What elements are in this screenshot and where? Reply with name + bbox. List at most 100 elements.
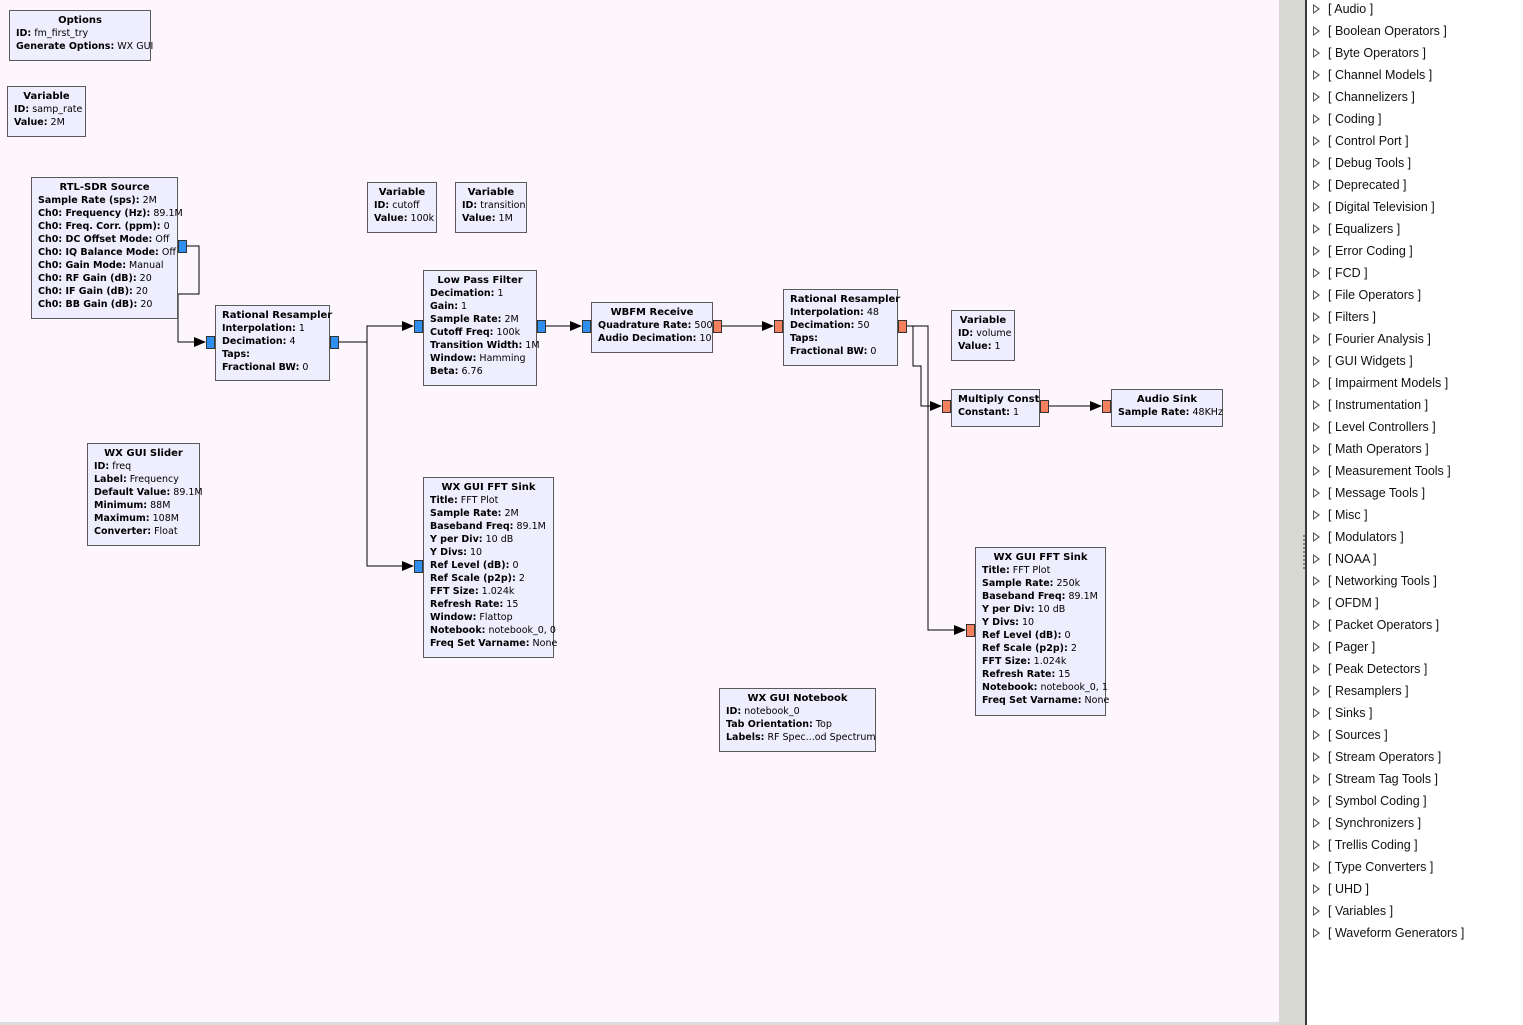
expander-triangle-icon[interactable] — [1313, 114, 1320, 124]
expander-triangle-icon[interactable] — [1313, 180, 1320, 190]
expander-triangle-icon[interactable] — [1313, 576, 1320, 586]
expander-triangle-icon[interactable] — [1313, 246, 1320, 256]
resampler2-out-port[interactable] — [898, 320, 907, 333]
tree-category-item[interactable]: [ Variables ] — [1309, 902, 1523, 924]
tree-category-item[interactable]: [ Instrumentation ] — [1309, 396, 1523, 418]
tree-category-item[interactable]: [ Misc ] — [1309, 506, 1523, 528]
tree-category-item[interactable]: [ Networking Tools ] — [1309, 572, 1523, 594]
block-library-tree[interactable]: [ Audio ][ Boolean Operators ][ Byte Ope… — [1309, 0, 1523, 1025]
tree-category-item[interactable]: [ Fourier Analysis ] — [1309, 330, 1523, 352]
lpf-out-port[interactable] — [537, 320, 546, 333]
expander-triangle-icon[interactable] — [1313, 554, 1320, 564]
resampler1-out-port[interactable] — [330, 336, 339, 349]
tree-category-item[interactable]: [ Modulators ] — [1309, 528, 1523, 550]
expander-triangle-icon[interactable] — [1313, 92, 1320, 102]
expander-triangle-icon[interactable] — [1313, 202, 1320, 212]
wbfm-out-port[interactable] — [713, 320, 722, 333]
expander-triangle-icon[interactable] — [1313, 422, 1320, 432]
expander-triangle-icon[interactable] — [1313, 532, 1320, 542]
tree-category-item[interactable]: [ NOAA ] — [1309, 550, 1523, 572]
expander-triangle-icon[interactable] — [1313, 466, 1320, 476]
expander-triangle-icon[interactable] — [1313, 642, 1320, 652]
tree-category-item[interactable]: [ Channel Models ] — [1309, 66, 1523, 88]
pane-splitter[interactable] — [1279, 0, 1307, 1025]
tree-category-item[interactable]: [ Peak Detectors ] — [1309, 660, 1523, 682]
tree-category-item[interactable]: [ Type Converters ] — [1309, 858, 1523, 880]
tree-category-item[interactable]: [ Resamplers ] — [1309, 682, 1523, 704]
tree-category-item[interactable]: [ GUI Widgets ] — [1309, 352, 1523, 374]
tree-category-item[interactable]: [ Level Controllers ] — [1309, 418, 1523, 440]
expander-triangle-icon[interactable] — [1313, 664, 1320, 674]
expander-triangle-icon[interactable] — [1313, 774, 1320, 784]
tree-category-item[interactable]: [ Message Tools ] — [1309, 484, 1523, 506]
fft1-in-port[interactable] — [414, 560, 423, 573]
tree-category-item[interactable]: [ FCD ] — [1309, 264, 1523, 286]
expander-triangle-icon[interactable] — [1313, 796, 1320, 806]
tree-category-item[interactable]: [ Control Port ] — [1309, 132, 1523, 154]
expander-triangle-icon[interactable] — [1313, 224, 1320, 234]
wbfm-in-port[interactable] — [582, 320, 591, 333]
tree-category-item[interactable]: [ OFDM ] — [1309, 594, 1523, 616]
tree-category-item[interactable]: [ Waveform Generators ] — [1309, 924, 1523, 946]
expander-triangle-icon[interactable] — [1313, 268, 1320, 278]
tree-category-item[interactable]: [ Equalizers ] — [1309, 220, 1523, 242]
expander-triangle-icon[interactable] — [1313, 488, 1320, 498]
expander-triangle-icon[interactable] — [1313, 70, 1320, 80]
lpf-in-port[interactable] — [414, 320, 423, 333]
resampler2-in-port[interactable] — [774, 320, 783, 333]
tree-category-item[interactable]: [ Digital Television ] — [1309, 198, 1523, 220]
expander-triangle-icon[interactable] — [1313, 26, 1320, 36]
expander-triangle-icon[interactable] — [1313, 400, 1320, 410]
resampler1-in-port[interactable] — [206, 336, 215, 349]
expander-triangle-icon[interactable] — [1313, 290, 1320, 300]
tree-category-item[interactable]: [ Packet Operators ] — [1309, 616, 1523, 638]
expander-triangle-icon[interactable] — [1313, 862, 1320, 872]
expander-triangle-icon[interactable] — [1313, 730, 1320, 740]
tree-category-item[interactable]: [ Boolean Operators ] — [1309, 22, 1523, 44]
expander-triangle-icon[interactable] — [1313, 906, 1320, 916]
tree-category-item[interactable]: [ Debug Tools ] — [1309, 154, 1523, 176]
expander-triangle-icon[interactable] — [1313, 334, 1320, 344]
multiply-out-port[interactable] — [1040, 400, 1049, 413]
tree-category-item[interactable]: [ Pager ] — [1309, 638, 1523, 660]
tree-category-item[interactable]: [ UHD ] — [1309, 880, 1523, 902]
tree-category-item[interactable]: [ Impairment Models ] — [1309, 374, 1523, 396]
tree-category-item[interactable]: [ Stream Tag Tools ] — [1309, 770, 1523, 792]
tree-category-item[interactable]: [ Trellis Coding ] — [1309, 836, 1523, 858]
expander-triangle-icon[interactable] — [1313, 158, 1320, 168]
tree-category-item[interactable]: [ Stream Operators ] — [1309, 748, 1523, 770]
rtl-sdr-out-port[interactable] — [178, 240, 187, 253]
expander-triangle-icon[interactable] — [1313, 356, 1320, 366]
expander-triangle-icon[interactable] — [1313, 818, 1320, 828]
expander-triangle-icon[interactable] — [1313, 312, 1320, 322]
tree-category-item[interactable]: [ Measurement Tools ] — [1309, 462, 1523, 484]
tree-category-item[interactable]: [ Sinks ] — [1309, 704, 1523, 726]
tree-category-item[interactable]: [ Coding ] — [1309, 110, 1523, 132]
expander-triangle-icon[interactable] — [1313, 884, 1320, 894]
tree-category-item[interactable]: [ Synchronizers ] — [1309, 814, 1523, 836]
expander-triangle-icon[interactable] — [1313, 686, 1320, 696]
tree-category-item[interactable]: [ File Operators ] — [1309, 286, 1523, 308]
expander-triangle-icon[interactable] — [1313, 444, 1320, 454]
expander-triangle-icon[interactable] — [1313, 598, 1320, 608]
tree-category-item[interactable]: [ Filters ] — [1309, 308, 1523, 330]
tree-category-item[interactable]: [ Symbol Coding ] — [1309, 792, 1523, 814]
expander-triangle-icon[interactable] — [1313, 48, 1320, 58]
tree-category-item[interactable]: [ Audio ] — [1309, 0, 1523, 22]
expander-triangle-icon[interactable] — [1313, 840, 1320, 850]
expander-triangle-icon[interactable] — [1313, 708, 1320, 718]
tree-category-item[interactable]: [ Deprecated ] — [1309, 176, 1523, 198]
